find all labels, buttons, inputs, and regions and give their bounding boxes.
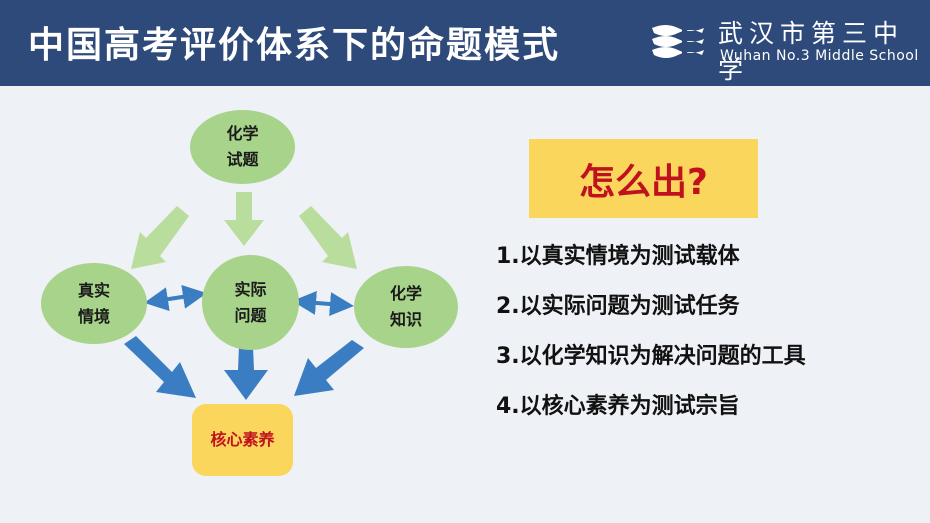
blue-arrow-left-center [144,284,207,312]
header-bar: 中国高考评价体系下的命题模式 武汉市第三中学 Wuhan No.3 Middle… [0,0,930,86]
school-name-en: Wuhan No.3 Middle School [720,48,919,64]
points-list: 1.以真实情境为测试载体 2.以实际问题为测试任务 3.以化学知识为解决问题的工… [496,240,806,440]
page-title: 中国高考评价体系下的命题模式 [28,25,561,66]
list-item: 1.以真实情境为测试载体 [496,244,740,269]
school-logo-icon [652,22,704,62]
list-item: 2.以实际问题为测试任务 [496,294,740,319]
node-real-context: 真实 情境 [41,263,147,344]
blue-arrow-center-to-core [224,346,268,400]
node-chemistry-question: 化学 试题 [190,110,295,184]
green-arrow-down [224,192,264,246]
node-practical-problem: 实际 问题 [202,255,299,350]
green-arrow-down-left [131,206,189,269]
how-question-box: 怎么出? [529,139,758,218]
node-chemistry-knowledge: 化学 知识 [354,266,458,348]
list-item: 3.以化学知识为解决问题的工具 [496,344,806,369]
blue-arrow-left-to-core [124,336,196,398]
school-name-cn: 武汉市第三中学 [718,19,905,84]
green-arrow-down-right [299,206,357,269]
node-core-literacy: 核心素养 [192,404,293,476]
blue-arrow-right-to-core [294,340,364,396]
blue-arrow-center-right [292,290,354,317]
list-item: 4.以核心素养为测试宗旨 [496,394,740,419]
diagram-arrows [124,192,364,400]
